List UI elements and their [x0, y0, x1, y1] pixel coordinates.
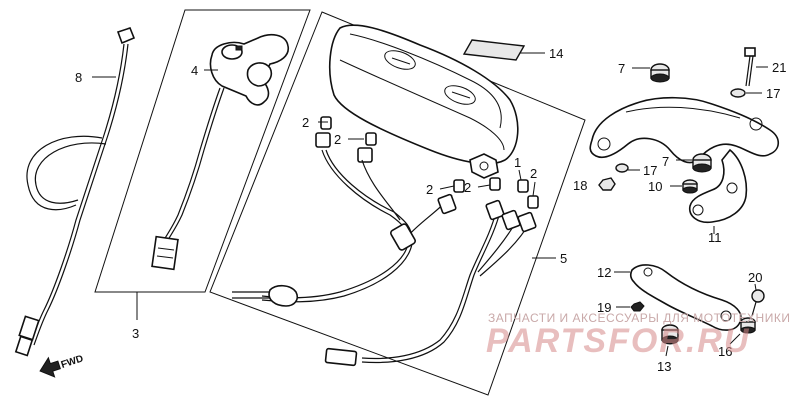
bulb-sockets — [315, 116, 539, 209]
ignition-switch — [151, 33, 290, 271]
plate-12 — [629, 264, 742, 331]
label-part-20: 20 — [748, 270, 762, 285]
collar-16 — [740, 317, 756, 334]
label-part-13: 13 — [657, 359, 671, 374]
washer-17-lower — [615, 163, 629, 173]
bolt-20 — [751, 289, 765, 317]
label-part-3: 3 — [132, 326, 139, 341]
meter-bracket — [589, 96, 780, 164]
label-part-7b: 7 — [662, 154, 669, 169]
rubber-13 — [661, 324, 679, 345]
fwd-arrow-indicator: FWD — [39, 353, 85, 378]
label-part-17a: 17 — [766, 86, 780, 101]
label-part-19: 19 — [597, 300, 611, 315]
collar-10 — [682, 179, 698, 194]
washer-17-upper — [730, 88, 746, 98]
label-part-2a: 2 — [302, 115, 309, 130]
label-part-11: 11 — [708, 230, 722, 245]
label-part-7a: 7 — [618, 61, 625, 76]
label-part-8: 8 — [75, 70, 82, 85]
speedometer-cable — [14, 27, 136, 357]
label-part-2b: 2 — [334, 132, 341, 147]
group-box-meter — [209, 11, 586, 396]
grommet-7-lower — [692, 153, 712, 173]
label-part-14: 14 — [549, 46, 563, 61]
nut-19 — [630, 301, 645, 312]
fwd-label: FWD — [60, 353, 85, 371]
watermark-logo: PARTSFOR.RU — [486, 322, 750, 360]
meter-lens-panel — [462, 39, 526, 61]
label-part-5: 5 — [560, 251, 567, 266]
meter-assembly — [328, 24, 519, 179]
label-part-16: 16 — [718, 344, 732, 359]
label-part-1: 1 — [514, 155, 521, 170]
watermark-tagline: ЗАПЧАСТИ И АКСЕССУАРЫ ДЛЯ МОТОТЕХНИКИ — [488, 311, 790, 325]
label-part-2c: 2 — [426, 182, 433, 197]
bracket-stay — [688, 148, 748, 224]
bolt-21 — [744, 47, 756, 87]
label-part-17b: 17 — [643, 163, 657, 178]
label-part-18: 18 — [573, 178, 587, 193]
grommet-7-upper — [650, 63, 670, 83]
meter-wire-harness — [232, 149, 537, 367]
label-part-2e: 2 — [530, 166, 537, 181]
label-part-12: 12 — [597, 265, 611, 280]
group-box-ignition — [94, 9, 311, 293]
nut-18 — [598, 177, 616, 191]
label-part-2d: 2 — [464, 180, 471, 195]
label-part-10: 10 — [648, 179, 662, 194]
label-part-21: 21 — [772, 60, 786, 75]
label-part-4: 4 — [191, 63, 198, 78]
